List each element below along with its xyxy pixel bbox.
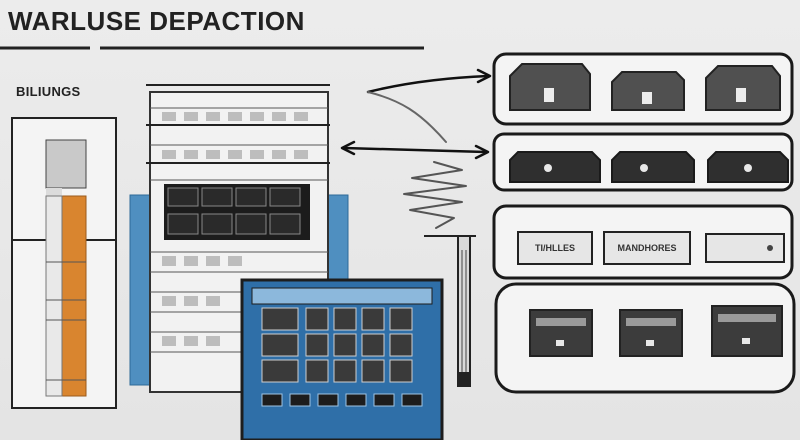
- gray-bar-segment: [45, 139, 87, 189]
- shelf-label-1: TI/HLLES: [535, 243, 575, 253]
- arrows: [340, 68, 492, 229]
- vertical-pole: [424, 235, 476, 387]
- shelf-row-3: [492, 204, 794, 280]
- shelf-row-1: [492, 52, 794, 126]
- arrow-double-row2: [342, 146, 488, 154]
- gray-bar-segment-light: [46, 188, 62, 198]
- page-title: WARLUSE DEPACTION: [8, 6, 305, 36]
- shelf-label-2: MANDHORES: [617, 243, 677, 253]
- left-bar-column: [11, 117, 117, 409]
- spring-zigzag: [403, 161, 467, 229]
- solar-panel-strip: [164, 184, 310, 240]
- control-panel-tablet: [240, 278, 444, 440]
- orange-bar: [61, 195, 87, 397]
- shelf-row-2: [492, 132, 794, 192]
- arrow-curve-down: [367, 91, 447, 143]
- shelf-row-4: [494, 282, 796, 394]
- arrow-to-row1: [366, 74, 490, 94]
- buildings-label: BILIUNGS: [16, 84, 81, 99]
